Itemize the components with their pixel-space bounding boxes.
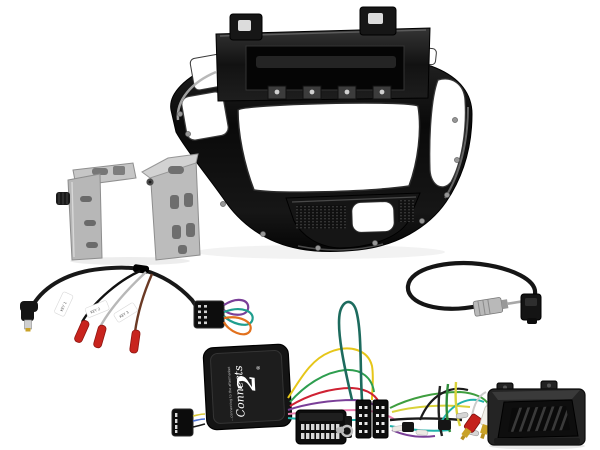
bracket-thumbscrew	[56, 192, 70, 205]
fascia-top-frame	[215, 6, 431, 102]
bracket-left	[56, 162, 137, 261]
grille-mesh-left	[296, 205, 346, 229]
patch-lead-connector	[193, 300, 225, 329]
interface-side-connector	[171, 408, 206, 437]
bracket-slot	[186, 223, 195, 237]
jack-plug-3_5mm	[20, 301, 38, 332]
bracket-slot	[86, 242, 98, 248]
gloss-highlight-chin	[297, 243, 384, 251]
grille-top-edge	[291, 196, 417, 203]
branch-wire-grey	[98, 271, 147, 328]
inline-connector	[402, 422, 414, 432]
bracket-slot	[170, 195, 179, 209]
bullet-connector	[93, 324, 107, 349]
inline-connector	[438, 420, 451, 430]
bracket-right	[141, 153, 201, 261]
bullet-connector	[129, 329, 141, 354]
wire-flag-key2: KEY 2	[84, 300, 110, 318]
fascia-panel	[170, 6, 473, 252]
wire-flag-key1: KEY 1	[54, 291, 74, 317]
logo-numeral: 2	[231, 374, 261, 393]
bracket-slot	[172, 225, 181, 239]
rca-plug-red	[460, 413, 482, 441]
fascia-shadow	[195, 245, 445, 259]
fakra-connector	[520, 293, 542, 324]
fascia-screw-bosses	[177, 111, 460, 251]
frame-clips	[267, 85, 392, 100]
bullet-connector	[74, 320, 90, 343]
flag-label: KEY 1	[60, 301, 68, 312]
tall-wire-loop	[337, 300, 364, 401]
swc-interface-box: Connects 2 ® ...connecting to the afterm…	[202, 343, 293, 431]
fascia-left-vent-cutout	[181, 91, 229, 141]
grille-control-cutout	[351, 201, 395, 233]
vent-grille	[508, 406, 570, 432]
bracket-slot	[80, 196, 92, 202]
fascia-mounting-tab-right	[359, 6, 397, 36]
logo-script-text: Connects	[232, 365, 248, 418]
swc-patch-lead: KEY 1 KEY 2 KEY 3	[20, 264, 254, 354]
registered-mark: ®	[255, 365, 262, 370]
loop-wire-purple	[223, 298, 250, 316]
spade-terminal	[455, 412, 469, 419]
branch-wire-brown	[133, 273, 154, 333]
loop-wire-teal	[223, 308, 254, 326]
frame-slot	[256, 56, 396, 68]
bracket-hole	[113, 166, 125, 175]
gloss-highlight-right	[444, 106, 469, 199]
flag-label: KEY 3	[119, 310, 130, 319]
connects2-logo: Connects 2 ® ...connecting to the afterm…	[227, 365, 262, 421]
connects2-tagline: ...connecting to the aftermarket	[227, 366, 234, 421]
box-top-face	[492, 390, 580, 400]
antenna-adapter	[405, 260, 542, 324]
flag-label: KEY 2	[90, 307, 101, 315]
vented-box	[487, 380, 586, 446]
bracket-slot	[178, 245, 187, 254]
fascia-mounting-tab-left	[229, 13, 263, 41]
bracket-hole	[92, 168, 108, 175]
box-bottom-lip	[494, 438, 580, 444]
bracket-slot	[84, 220, 96, 226]
grille-mesh-right	[398, 200, 414, 222]
bracket-hole	[168, 166, 184, 174]
patch-lead-cable	[31, 265, 198, 308]
fascia-grille	[285, 192, 421, 249]
branch-wire-black	[80, 269, 141, 323]
bullet-terminal	[415, 429, 429, 436]
iso-connector-pair	[355, 399, 389, 439]
wire-flag-key3: KEY 3	[113, 302, 138, 323]
loop-wire-orange	[222, 316, 252, 336]
bracket-slot	[184, 193, 193, 207]
fascia-center-opening	[237, 102, 421, 193]
din-plug	[472, 297, 527, 317]
